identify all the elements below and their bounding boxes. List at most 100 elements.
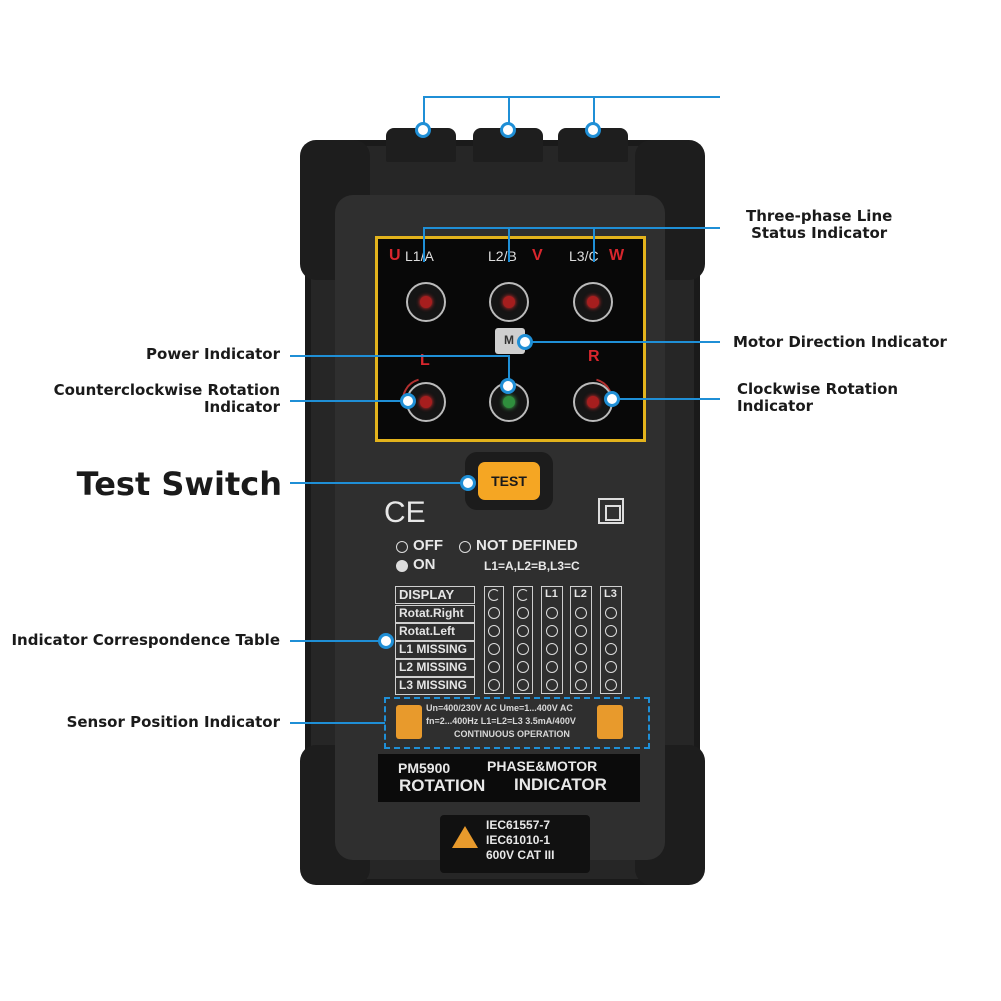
table-indicator-symbol — [575, 607, 587, 619]
callout-dot — [500, 378, 516, 394]
warning-triangle-icon — [452, 826, 478, 848]
rotation-symbol-icon — [517, 589, 529, 601]
callout-ccw: Counterclockwise Rotation Indicator — [53, 381, 280, 416]
table-indicator-symbol — [488, 625, 500, 637]
table-row: L1 MISSING — [395, 641, 475, 659]
model-number: PM5900 — [398, 760, 451, 776]
callout-line-three-phase — [423, 227, 720, 229]
table-row: Rotat.Left — [395, 623, 475, 641]
callout-dot — [400, 393, 416, 409]
table-col-cw — [484, 586, 504, 694]
table-col-l3: L3 — [600, 586, 622, 694]
callout-line-motor — [525, 341, 720, 343]
callout-test-switch: Test Switch — [76, 465, 282, 503]
cw-label: R — [588, 348, 600, 365]
table-row: L3 MISSING — [395, 677, 475, 695]
table-indicator-symbol — [517, 625, 529, 637]
callout-dot — [460, 475, 476, 491]
product-title-line2: ROTATION — [399, 776, 486, 795]
table-indicator-symbol — [605, 625, 617, 637]
table-indicator-symbol — [575, 679, 587, 691]
phase-label-l3: L3/C — [569, 248, 599, 264]
callout-line-top-1 — [423, 96, 425, 126]
callout-line-phase-3 — [593, 227, 595, 262]
table-indicator-symbol — [605, 643, 617, 655]
standard-3: 600V CAT III — [486, 848, 555, 862]
table-indicator-symbol — [517, 679, 529, 691]
callout-line-phase-1 — [423, 227, 425, 262]
ccw-label: L — [420, 352, 430, 369]
spec-line-2: fn=2...400Hz L1=L2=L3 3.5mA/400V — [426, 716, 576, 726]
table-indicator-symbol — [575, 643, 587, 655]
table-indicator-symbol — [488, 679, 500, 691]
table-indicator-symbol — [605, 679, 617, 691]
callout-line-ccw — [290, 400, 408, 402]
phase-label-l2: L2/B — [488, 248, 517, 264]
callout-three-phase: Three-phase Line Status Indicator — [746, 207, 893, 242]
callout-line-test — [290, 482, 468, 484]
table-indicator-symbol — [546, 643, 558, 655]
table-indicator-symbol — [546, 679, 558, 691]
callout-line-power-down — [508, 355, 510, 385]
l1-status-led — [406, 282, 446, 322]
on-symbol-icon — [396, 560, 408, 572]
table-indicator-symbol — [517, 661, 529, 673]
product-title-line1: PHASE&MOTOR — [487, 758, 598, 774]
callout-dot — [585, 122, 601, 138]
callout-dot — [378, 633, 394, 649]
callout-dot — [500, 122, 516, 138]
legend-on: ON — [413, 556, 436, 573]
legend-off: OFF — [413, 537, 443, 554]
spec-line-3: CONTINUOUS OPERATION — [454, 729, 570, 739]
table-indicator-symbol — [488, 607, 500, 619]
table-col-l2: L2 — [570, 586, 592, 694]
table-indicator-symbol — [546, 625, 558, 637]
sensor-left-icon — [396, 705, 422, 739]
test-button[interactable]: TEST — [478, 462, 540, 500]
table-row: Rotat.Right — [395, 605, 475, 623]
phase-letter-v: V — [532, 247, 543, 264]
table-indicator-symbol — [517, 643, 529, 655]
table-col-l1: L1 — [541, 586, 563, 694]
callout-sensor: Sensor Position Indicator — [66, 713, 280, 731]
table-row: L2 MISSING — [395, 659, 475, 677]
rotation-symbol-icon — [488, 589, 500, 601]
callout-dot — [517, 334, 533, 350]
l3-status-led — [573, 282, 613, 322]
callout-line-table — [290, 640, 385, 642]
table-indicator-symbol — [546, 661, 558, 673]
callout-line-phase-2 — [508, 227, 510, 262]
table-indicator-symbol — [546, 607, 558, 619]
legend-not-defined: NOT DEFINED — [476, 537, 578, 554]
callout-dot — [415, 122, 431, 138]
table-indicator-symbol — [605, 607, 617, 619]
standard-1: IEC61557-7 — [486, 818, 551, 832]
table-col-ccw — [513, 586, 533, 694]
callout-line-top-3 — [593, 96, 595, 126]
callout-cw: Clockwise Rotation Indicator — [737, 380, 899, 415]
ce-mark: CE — [384, 496, 426, 529]
callout-line-power — [290, 355, 510, 357]
table-indicator-symbol — [575, 661, 587, 673]
name-plate — [378, 754, 640, 802]
table-header-display: DISPLAY — [395, 586, 475, 604]
table-indicator-symbol — [605, 661, 617, 673]
callout-motor-direction: Motor Direction Indicator — [733, 333, 947, 351]
table-indicator-symbol — [488, 661, 500, 673]
sensor-right-icon — [597, 705, 623, 739]
callout-line-top-2 — [508, 96, 510, 126]
phase-letter-w: W — [609, 247, 625, 264]
callout-line-sensor — [290, 722, 385, 724]
l2-status-led — [489, 282, 529, 322]
callout-dot — [604, 391, 620, 407]
spec-line-1: Un=400/230V AC Ume=1...400V AC — [426, 703, 573, 713]
table-indicator-symbol — [488, 643, 500, 655]
standard-2: IEC61010-1 — [486, 833, 551, 847]
off-symbol-icon — [396, 541, 408, 553]
phase-letter-u: U — [389, 247, 401, 264]
callout-table: Indicator Correspondence Table — [11, 631, 280, 649]
callout-power: Power Indicator — [146, 345, 280, 363]
callout-line-top — [423, 96, 720, 98]
not-defined-symbol-icon — [459, 541, 471, 553]
product-title-line3: INDICATOR — [514, 775, 607, 794]
